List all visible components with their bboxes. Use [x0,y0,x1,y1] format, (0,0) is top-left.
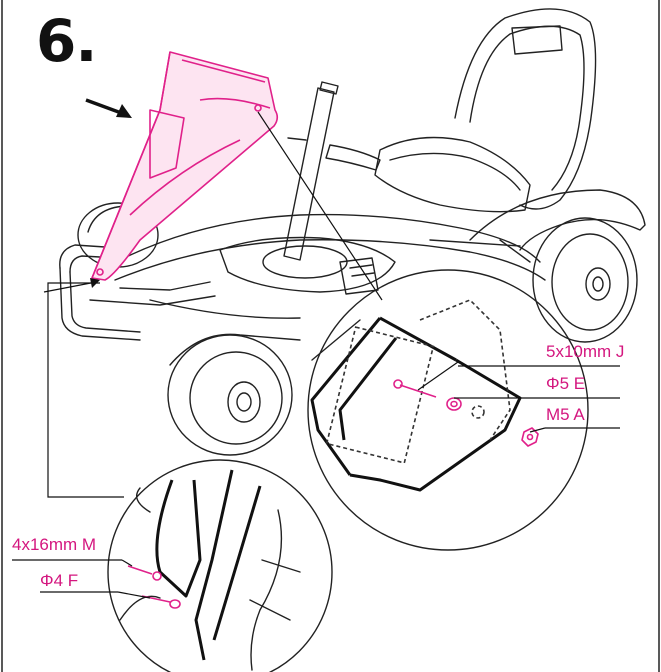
frame-rails [114,213,546,319]
nut-label: M5 A [546,405,585,424]
detail-circle-lower [107,459,333,672]
detail-circle-upper [307,269,589,551]
front-wheels [77,202,301,456]
detail-leaders [43,111,383,498]
front-bumper [59,244,216,341]
highlighted-steering-cover [91,51,279,281]
arrow-icon [85,98,132,118]
lower-label-leaders [12,559,151,599]
washer-label-upper: Φ5 E [546,374,586,393]
upper-label-leaders [417,361,620,433]
screw-label: 4x16mm M [12,535,97,554]
washer-label-lower: Φ4 F [40,571,79,590]
step-number: 6. [36,7,97,75]
rear-wheel [469,189,646,343]
bolt-label: 5x10mm J [546,342,625,361]
steering-column [283,81,381,261]
seat [374,8,597,213]
